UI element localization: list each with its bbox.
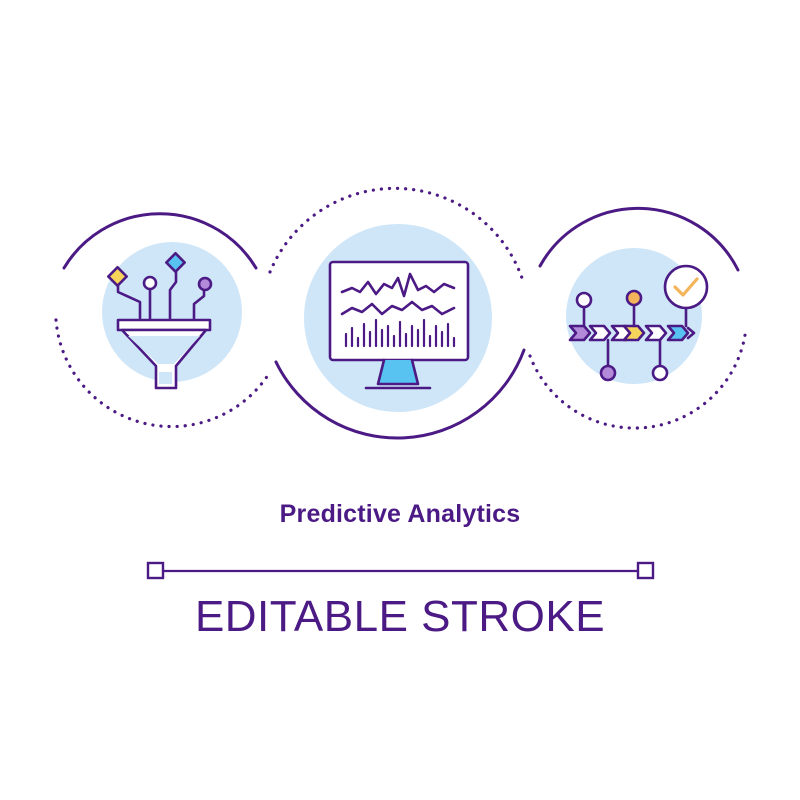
- left-dotted-arc: [54, 318, 272, 429]
- monitor-chart-icon: [328, 260, 470, 390]
- title: Predictive Analytics: [279, 500, 521, 528]
- left-solid-arc: [62, 212, 258, 270]
- editable-stroke-divider: [146, 561, 655, 580]
- funnel-group: [54, 212, 272, 429]
- timeline-check-icon: [568, 264, 709, 382]
- monitor-group: [268, 186, 526, 440]
- center-solid-arc: [274, 348, 526, 440]
- center-dotted-arc: [268, 186, 524, 280]
- check-badge-icon: [663, 264, 709, 310]
- subtitle: EDITABLE STROKE: [194, 592, 606, 641]
- funnel-icon: [107, 252, 213, 390]
- right-solid-arc: [538, 206, 740, 272]
- divider-right-handle: [636, 561, 655, 580]
- timeline-group: [528, 206, 748, 430]
- divider-left-handle: [146, 561, 165, 580]
